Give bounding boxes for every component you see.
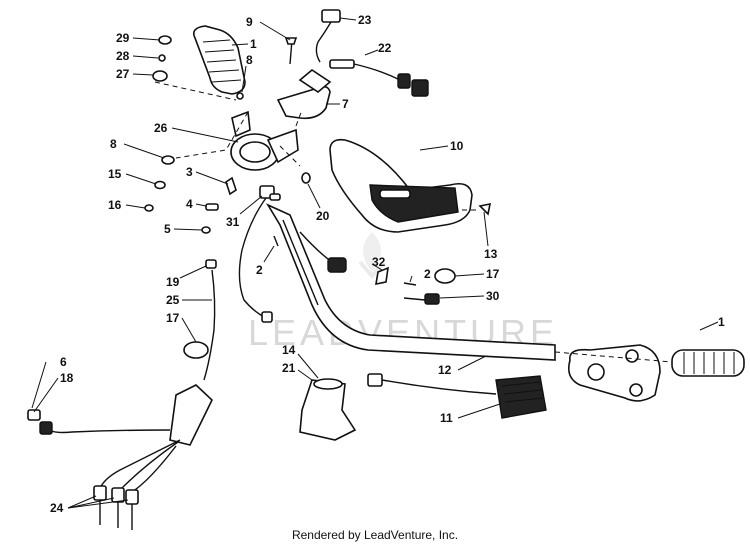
handlebar-pad	[329, 138, 473, 233]
callout-9: 9	[246, 15, 253, 29]
callout-26: 26	[154, 121, 168, 135]
callout-2-right: 2	[424, 267, 431, 281]
callout-10: 10	[450, 139, 464, 153]
callout-3: 3	[186, 165, 193, 179]
fasteners-right	[301, 172, 492, 216]
callout-17-left: 17	[166, 311, 180, 325]
callout-18: 18	[60, 371, 74, 385]
callout-8-left: 8	[110, 137, 117, 151]
switch-assembly	[315, 9, 429, 97]
callout-11: 11	[440, 411, 453, 425]
boot-14	[299, 378, 357, 441]
throttle-block	[567, 344, 661, 402]
callouts: 29 28 27 1 8 9 23 22 7 26 8 15 16 3 4 5 …	[31, 13, 725, 515]
callout-27: 27	[116, 67, 130, 81]
callout-31: 31	[226, 215, 240, 229]
callout-15: 15	[108, 167, 122, 181]
control-housing	[230, 110, 299, 171]
callout-13: 13	[484, 247, 498, 261]
assembly-lines	[154, 81, 673, 363]
callout-20: 20	[316, 209, 330, 223]
callout-8-top: 8	[246, 53, 253, 67]
right-grip	[671, 349, 745, 377]
wiring-harness	[27, 384, 213, 530]
brake-lever	[276, 69, 332, 120]
switch-32	[299, 231, 417, 286]
callout-21: 21	[282, 361, 296, 375]
callout-32: 32	[372, 255, 386, 269]
callout-2-mid: 2	[256, 263, 263, 277]
callout-25: 25	[166, 293, 180, 307]
cable-31	[238, 185, 281, 323]
callout-17-right: 17	[486, 267, 500, 281]
clamp-right	[403, 268, 456, 305]
callout-5: 5	[164, 222, 171, 236]
handlebar	[265, 203, 556, 361]
callout-1-left: 1	[250, 37, 257, 51]
fasteners-left	[152, 35, 298, 100]
watermark-logo	[358, 232, 386, 280]
callout-23: 23	[358, 13, 372, 27]
callout-12: 12	[438, 363, 452, 377]
throttle-cable	[183, 259, 217, 381]
heater-element	[367, 373, 547, 419]
callout-4: 4	[186, 197, 193, 211]
callout-14: 14	[282, 343, 296, 357]
callout-29: 29	[116, 31, 130, 45]
callout-30: 30	[486, 289, 500, 303]
callout-6: 6	[60, 355, 67, 369]
footer-credit: Rendered by LeadVenture, Inc.	[291, 528, 459, 542]
callout-24: 24	[50, 501, 64, 515]
callout-7: 7	[342, 97, 349, 111]
small-parts-left	[144, 155, 237, 234]
left-grip	[192, 25, 246, 95]
callout-28: 28	[116, 49, 130, 63]
callout-19: 19	[166, 275, 180, 289]
callout-16: 16	[108, 198, 122, 212]
callout-22: 22	[378, 41, 392, 55]
callout-1-right: 1	[718, 315, 725, 329]
